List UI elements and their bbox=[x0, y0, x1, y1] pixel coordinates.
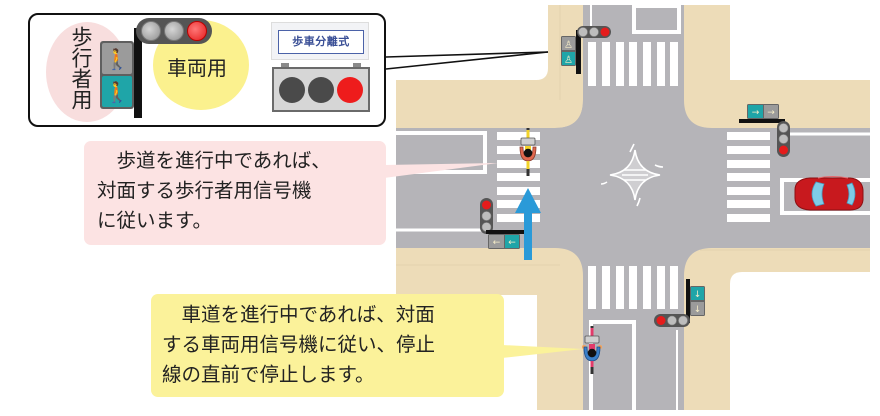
crosswalk-south bbox=[588, 266, 678, 309]
signal-southwest: ← ← bbox=[480, 198, 524, 249]
signal-lamp-icon bbox=[140, 21, 161, 41]
pedestrian-signal-label: 歩行者用 bbox=[69, 26, 93, 110]
car-icon bbox=[794, 176, 864, 211]
signal-northwest: ♙ ♙ bbox=[561, 26, 611, 74]
signal-southeast: ↓ ↓ bbox=[654, 279, 705, 327]
svg-text:↓: ↓ bbox=[694, 305, 702, 315]
separated-vehicle-signal bbox=[272, 67, 370, 112]
separated-signal-sign: 歩車分離式 bbox=[271, 22, 369, 60]
roadway-callout-pointer bbox=[502, 345, 583, 358]
direction-arrow-up bbox=[515, 188, 541, 260]
signal-northeast: → → bbox=[739, 104, 790, 157]
signal-lamp-red-icon bbox=[337, 76, 364, 103]
callout-line: 線の直前で停止します。 bbox=[162, 363, 375, 386]
roadway-rule-callout: 車道を進行中であれば、対面 する車両用信号機に従い、停止 線の直前で停止します。 bbox=[151, 294, 504, 397]
callout-line: する車両用信号機に従い、停止 bbox=[162, 333, 436, 356]
signal-bracket bbox=[281, 63, 289, 69]
vehicle-signal-label: 車両用 bbox=[167, 56, 227, 80]
cyclist-roadway-icon bbox=[582, 326, 602, 374]
crosswalk-east bbox=[727, 132, 770, 222]
signal-lamp-icon bbox=[307, 76, 334, 103]
crosswalk-north bbox=[588, 42, 678, 86]
callout-line: 車道を進行中であれば、対面 bbox=[162, 303, 435, 326]
cyclist-sidewalk-icon bbox=[519, 128, 537, 176]
signal-lamp-red-icon bbox=[187, 21, 208, 41]
sidewalk-rule-callout: 歩道を進行中であれば、 対面する歩行者用信号機 に従います。 bbox=[84, 141, 386, 245]
sidewalk-callout-pointer bbox=[384, 163, 498, 178]
signal-lamp-icon bbox=[278, 76, 305, 103]
signal-pole bbox=[134, 28, 142, 118]
svg-text:←: ← bbox=[493, 238, 501, 248]
separated-signal-text: 歩車分離式 bbox=[278, 30, 364, 54]
vehicle-signal-legend bbox=[136, 18, 212, 44]
callout-line: に従います。 bbox=[97, 209, 213, 232]
svg-text:♙: ♙ bbox=[564, 55, 573, 66]
callout-line: 対面する歩行者用信号機 bbox=[97, 179, 312, 202]
pedestrian-signal-legend: 🚶 🚶 bbox=[100, 41, 134, 109]
svg-text:←: ← bbox=[508, 238, 516, 248]
signal-bracket bbox=[353, 63, 361, 69]
pedestrian-walk-icon: 🚶 bbox=[102, 76, 132, 107]
callout-line: 歩道を進行中であれば、 bbox=[97, 149, 331, 172]
svg-text:↓: ↓ bbox=[694, 290, 702, 300]
pedestrian-stop-icon: 🚶 bbox=[102, 43, 132, 74]
legend-pointer bbox=[384, 51, 549, 70]
center-scramble-marking bbox=[600, 143, 664, 207]
crosswalk-west bbox=[497, 132, 540, 222]
svg-text:♙: ♙ bbox=[564, 40, 573, 51]
signal-lamp-icon bbox=[163, 21, 184, 41]
svg-text:→: → bbox=[752, 108, 760, 118]
svg-text:→: → bbox=[767, 108, 775, 118]
